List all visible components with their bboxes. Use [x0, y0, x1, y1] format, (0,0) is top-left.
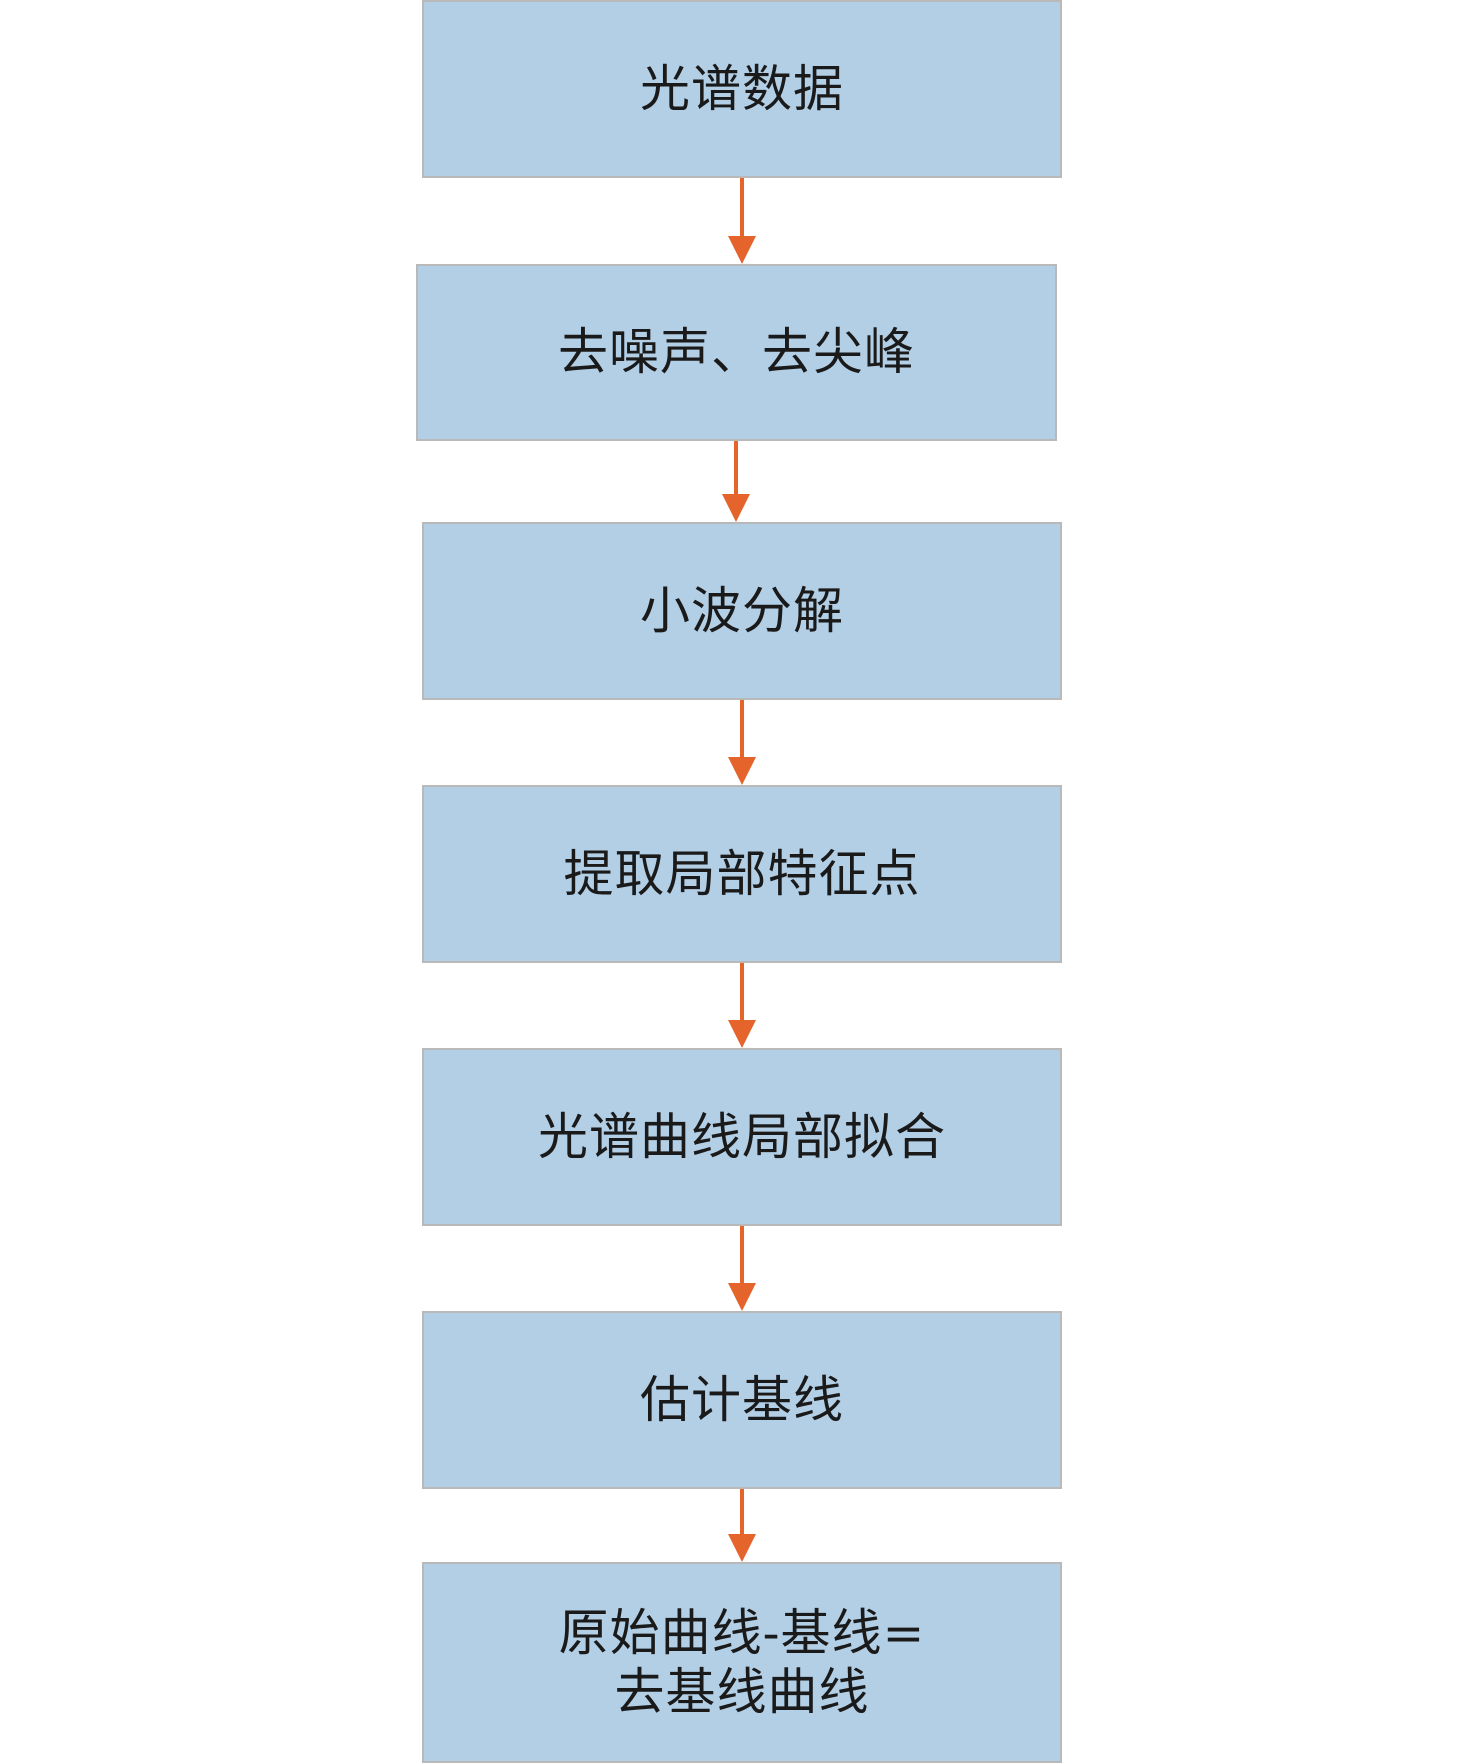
step-label-line2: 去基线曲线	[614, 1662, 870, 1721]
arrow-4	[728, 963, 756, 1048]
arrow-6	[728, 1489, 756, 1562]
step-label: 提取局部特征点	[563, 844, 921, 903]
step-label: 小波分解	[640, 581, 844, 640]
step-denoise-despike: 去噪声、去尖峰	[416, 264, 1057, 441]
arrow-2	[722, 441, 750, 522]
step-label-group: 原始曲线-基线= 去基线曲线	[559, 1604, 926, 1722]
step-label: 去噪声、去尖峰	[558, 323, 915, 381]
step-baseline-removed-curve: 原始曲线-基线= 去基线曲线	[422, 1562, 1062, 1763]
step-extract-local-features: 提取局部特征点	[422, 785, 1062, 963]
step-wavelet-decomposition: 小波分解	[422, 522, 1062, 700]
step-label: 光谱曲线局部拟合	[538, 1107, 946, 1166]
arrow-3	[728, 700, 756, 785]
arrow-1	[728, 178, 756, 264]
arrow-5	[728, 1226, 756, 1311]
step-label: 光谱数据	[640, 59, 844, 118]
step-local-curve-fitting: 光谱曲线局部拟合	[422, 1048, 1062, 1226]
step-estimate-baseline: 估计基线	[422, 1311, 1062, 1489]
step-label-line1: 原始曲线-基线=	[558, 1603, 926, 1662]
step-label: 估计基线	[640, 1370, 844, 1429]
step-spectral-data: 光谱数据	[422, 0, 1062, 178]
